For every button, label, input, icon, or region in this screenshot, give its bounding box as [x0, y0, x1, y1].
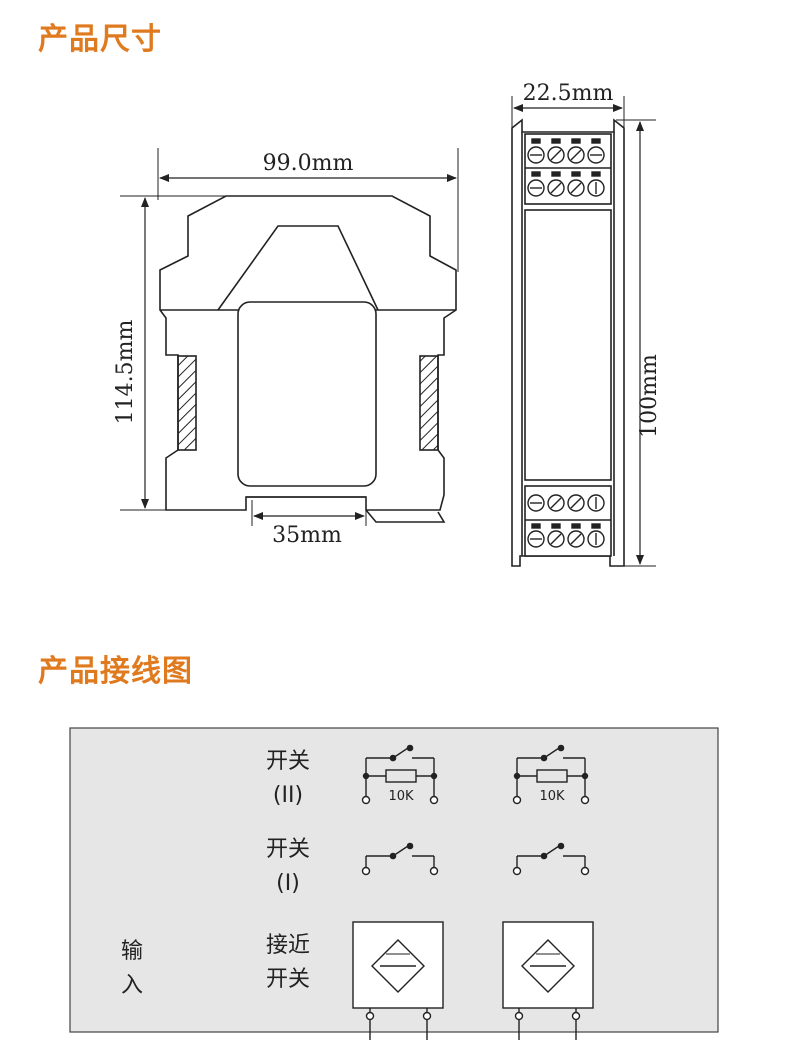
wiring-title: 产品接线图 [38, 654, 193, 689]
dim-label-width-side: 22.5mm [523, 81, 614, 106]
proximity-switch-left [352, 921, 444, 1040]
prox-label-line1: 接近 [266, 933, 310, 958]
side-label-window [524, 209, 612, 481]
terminal-screws [527, 138, 605, 548]
screw-row-top-1 [527, 138, 605, 164]
proximity-switch-right [502, 921, 594, 1040]
screw-row-top-2 [527, 171, 605, 197]
switch1-label-line1: 开关 [266, 837, 310, 862]
front-label-window [237, 301, 377, 487]
switch1-right [512, 842, 590, 876]
front-inner-trapezoid [217, 225, 379, 311]
prox-label-line2: 开关 [266, 967, 310, 992]
input-label-line1: 输 [121, 939, 143, 964]
rail-clip [365, 509, 446, 523]
screw-row-bottom-2 [527, 523, 605, 548]
switch1-label-line2: (I) [276, 871, 300, 896]
dim-height-front: 114.5mm [113, 195, 226, 511]
dim-width-front: 99.0mm [157, 148, 459, 272]
resistor-label-left: 10K [388, 789, 414, 804]
left-fins [177, 355, 197, 451]
front-view [159, 195, 457, 523]
switch2-label-line2: (II) [273, 783, 303, 808]
switch2-label-line1: 开关 [266, 749, 310, 774]
dim-rail: 35mm [251, 500, 367, 548]
dim-label-width-front: 99.0mm [263, 151, 354, 176]
dimensions-title: 产品尺寸 [38, 22, 162, 57]
dim-label-rail: 35mm [272, 523, 342, 548]
screw-row-bottom-1 [527, 494, 605, 512]
switch2-with-resistor-right [512, 744, 590, 805]
dim-label-height-side: 100mm [637, 354, 662, 438]
dim-width-side: 22.5mm [511, 81, 625, 128]
switch2-with-resistor-left [361, 744, 439, 805]
input-label-line2: 入 [121, 973, 143, 998]
right-fins [419, 355, 439, 451]
dim-label-height-front: 114.5mm [113, 320, 138, 425]
resistor-label-right: 10K [539, 789, 565, 804]
switch1-left [361, 842, 439, 876]
dim-height-side: 100mm [616, 119, 662, 567]
